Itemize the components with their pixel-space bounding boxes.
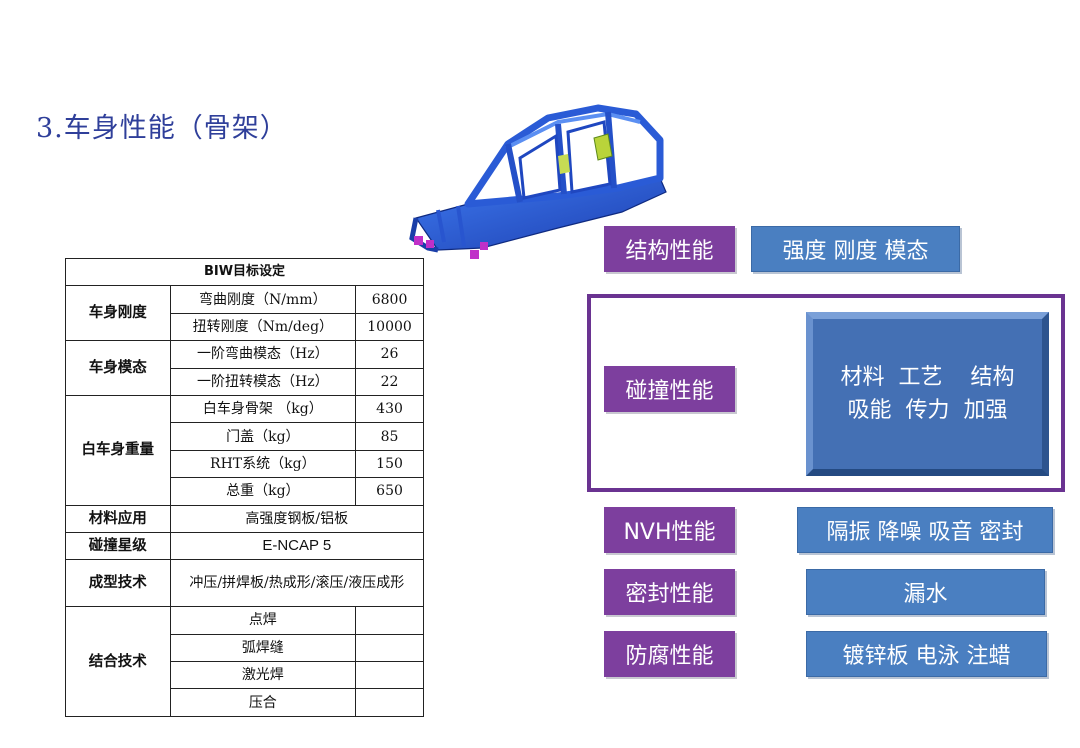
table-cell-value: 85	[355, 422, 424, 451]
table-cell-item: RHT系统（kg）	[169, 449, 357, 479]
table-cell-value	[355, 633, 424, 663]
crash-performance-box: 碰撞性能	[604, 366, 735, 412]
corrosion-performance-box: 防腐性能	[604, 631, 735, 677]
table-cell-value: 10000	[355, 312, 424, 342]
table-cell-item: 总重（kg）	[169, 477, 357, 506]
table-cell-value	[355, 688, 424, 717]
table-cell-value: 6800	[355, 285, 424, 314]
slide-title: 3.车身性能（骨架）	[36, 113, 288, 144]
table-cell-crash-rating: E-NCAP 5	[169, 531, 425, 561]
structure-performance-box: 结构性能	[604, 226, 735, 272]
table-cell-value	[355, 661, 424, 690]
structure-detail-box: 强度 刚度 模态	[751, 226, 960, 272]
table-cell-item: 弯曲刚度（N/mm）	[169, 285, 357, 314]
table-cell-item: 点焊	[169, 606, 357, 635]
corrosion-detail-box: 镀锌板 电泳 注蜡	[806, 631, 1047, 677]
crash-detail-line1: 材料 工艺 结构	[840, 365, 1015, 390]
category-crash-rating: 碰撞星级	[65, 531, 171, 561]
crash-performance-frame	[587, 294, 1065, 492]
crash-detail-line2: 吸能 传力 加强	[847, 398, 1008, 423]
nvh-detail-box: 隔振 降噪 吸音 密封	[797, 507, 1053, 553]
category-modes: 车身模态	[65, 340, 171, 396]
table-cell-item: 弧焊缝	[169, 633, 357, 663]
category-material: 材料应用	[65, 504, 171, 533]
sealing-performance-box: 密封性能	[604, 569, 735, 615]
table-cell-forming: 冲压/拼焊板/热成形/滚压/液压成形	[169, 559, 425, 608]
biw-target-table: BIW目标设定 车身刚度 弯曲刚度（N/mm） 6800 扭转刚度（Nm/deg…	[65, 257, 425, 717]
table-cell-item: 一阶扭转模态（Hz）	[169, 367, 357, 396]
table-cell-item: 扭转刚度（Nm/deg）	[169, 312, 357, 342]
nvh-performance-box: NVH性能	[604, 507, 735, 553]
car-body-frame-image	[409, 104, 667, 259]
category-stiffness: 车身刚度	[65, 285, 171, 342]
table-cell-item: 压合	[169, 688, 357, 717]
table-cell-item: 白车身骨架 （kg）	[169, 394, 357, 424]
table-cell-value	[355, 606, 424, 635]
table-cell-item: 门盖（kg）	[169, 422, 357, 451]
table-header: BIW目标设定	[65, 257, 424, 287]
table-cell-item: 激光焊	[169, 661, 357, 690]
category-forming: 成型技术	[65, 559, 171, 608]
table-cell-value: 22	[355, 367, 424, 396]
category-weight: 白车身重量	[65, 394, 171, 506]
crash-detail-box: 材料 工艺 结构 吸能 传力 加强	[806, 312, 1049, 476]
table-cell-material: 高强度钢板/铝板	[169, 504, 425, 533]
table-cell-value: 26	[355, 340, 424, 369]
table-cell-value: 650	[355, 477, 424, 506]
category-joining: 结合技术	[65, 606, 171, 717]
table-cell-value: 150	[355, 449, 424, 479]
table-cell-value: 430	[355, 394, 424, 424]
sealing-detail-box: 漏水	[806, 569, 1045, 615]
table-cell-item: 一阶弯曲模态（Hz）	[169, 340, 357, 369]
